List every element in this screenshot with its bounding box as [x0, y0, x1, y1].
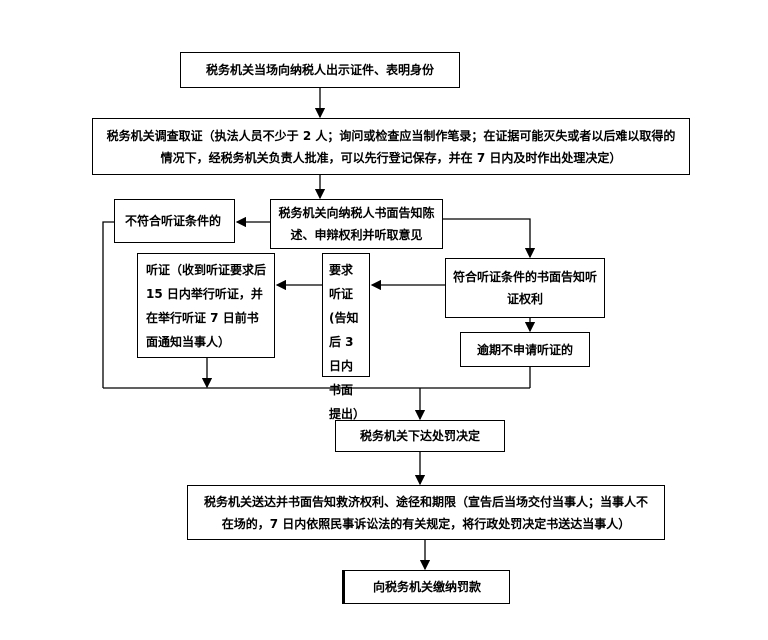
step-label: 税务机关送达并书面告知救济权利、途径和期限（宣告后当场交付当事人；当事人不在场的… — [203, 494, 648, 531]
step-label: 逾期不申请听证的 — [476, 342, 573, 357]
step-label: 听证（收到听证要求后 15 日内举行听证，并在举行听证 7 日前书面通知当事人） — [146, 263, 267, 349]
step-label: 税务机关调查取证（执法人员不少于 2 人；询问或检查应当制作笔录；在证据可能灭失… — [106, 128, 676, 165]
step-decision: 税务机关下达处罚决定 — [335, 420, 505, 452]
arrow-3-eligible — [443, 218, 536, 259]
step-label: 要求听证(告知后 3 日内书面提出） — [329, 263, 366, 421]
step-label: 向税务机关缴纳罚款 — [372, 580, 481, 594]
step-label: 符合听证条件的书面告知听证权利 — [452, 270, 597, 306]
step-hearing: 听证（收到听证要求后 15 日内举行听证，并在举行听证 7 日前书面通知当事人） — [137, 253, 275, 358]
step-label: 税务机关当场向纳税人出示证件、表明身份 — [205, 63, 434, 77]
step-eligible: 符合听证条件的书面告知听证权利 — [445, 258, 605, 318]
step-request-hearing: 要求听证(告知后 3 日内书面提出） — [322, 253, 370, 421]
step-not-eligible: 不符合听证条件的 — [114, 199, 235, 243]
step-overdue: 逾期不申请听证的 — [460, 332, 590, 367]
step-label: 税务机关向纳税人书面告知陈述、申辩权利并听取意见 — [278, 206, 435, 242]
step-delivery: 税务机关送达并书面告知救济权利、途径和期限（宣告后当场交付当事人；当事人不在场的… — [187, 485, 665, 540]
step-label: 不符合听证条件的 — [125, 214, 222, 228]
line-not-eligible-down — [102, 221, 114, 388]
step-investigation: 税务机关调查取证（执法人员不少于 2 人；询问或检查应当制作笔录；在证据可能灭失… — [92, 118, 690, 175]
step-payment: 向税务机关缴纳罚款 — [342, 570, 510, 604]
step-notify-rights: 税务机关向纳税人书面告知陈述、申辩权利并听取意见 — [270, 199, 443, 249]
step-show-credentials: 税务机关当场向纳税人出示证件、表明身份 — [180, 52, 460, 88]
step-label: 税务机关下达处罚决定 — [359, 429, 480, 443]
